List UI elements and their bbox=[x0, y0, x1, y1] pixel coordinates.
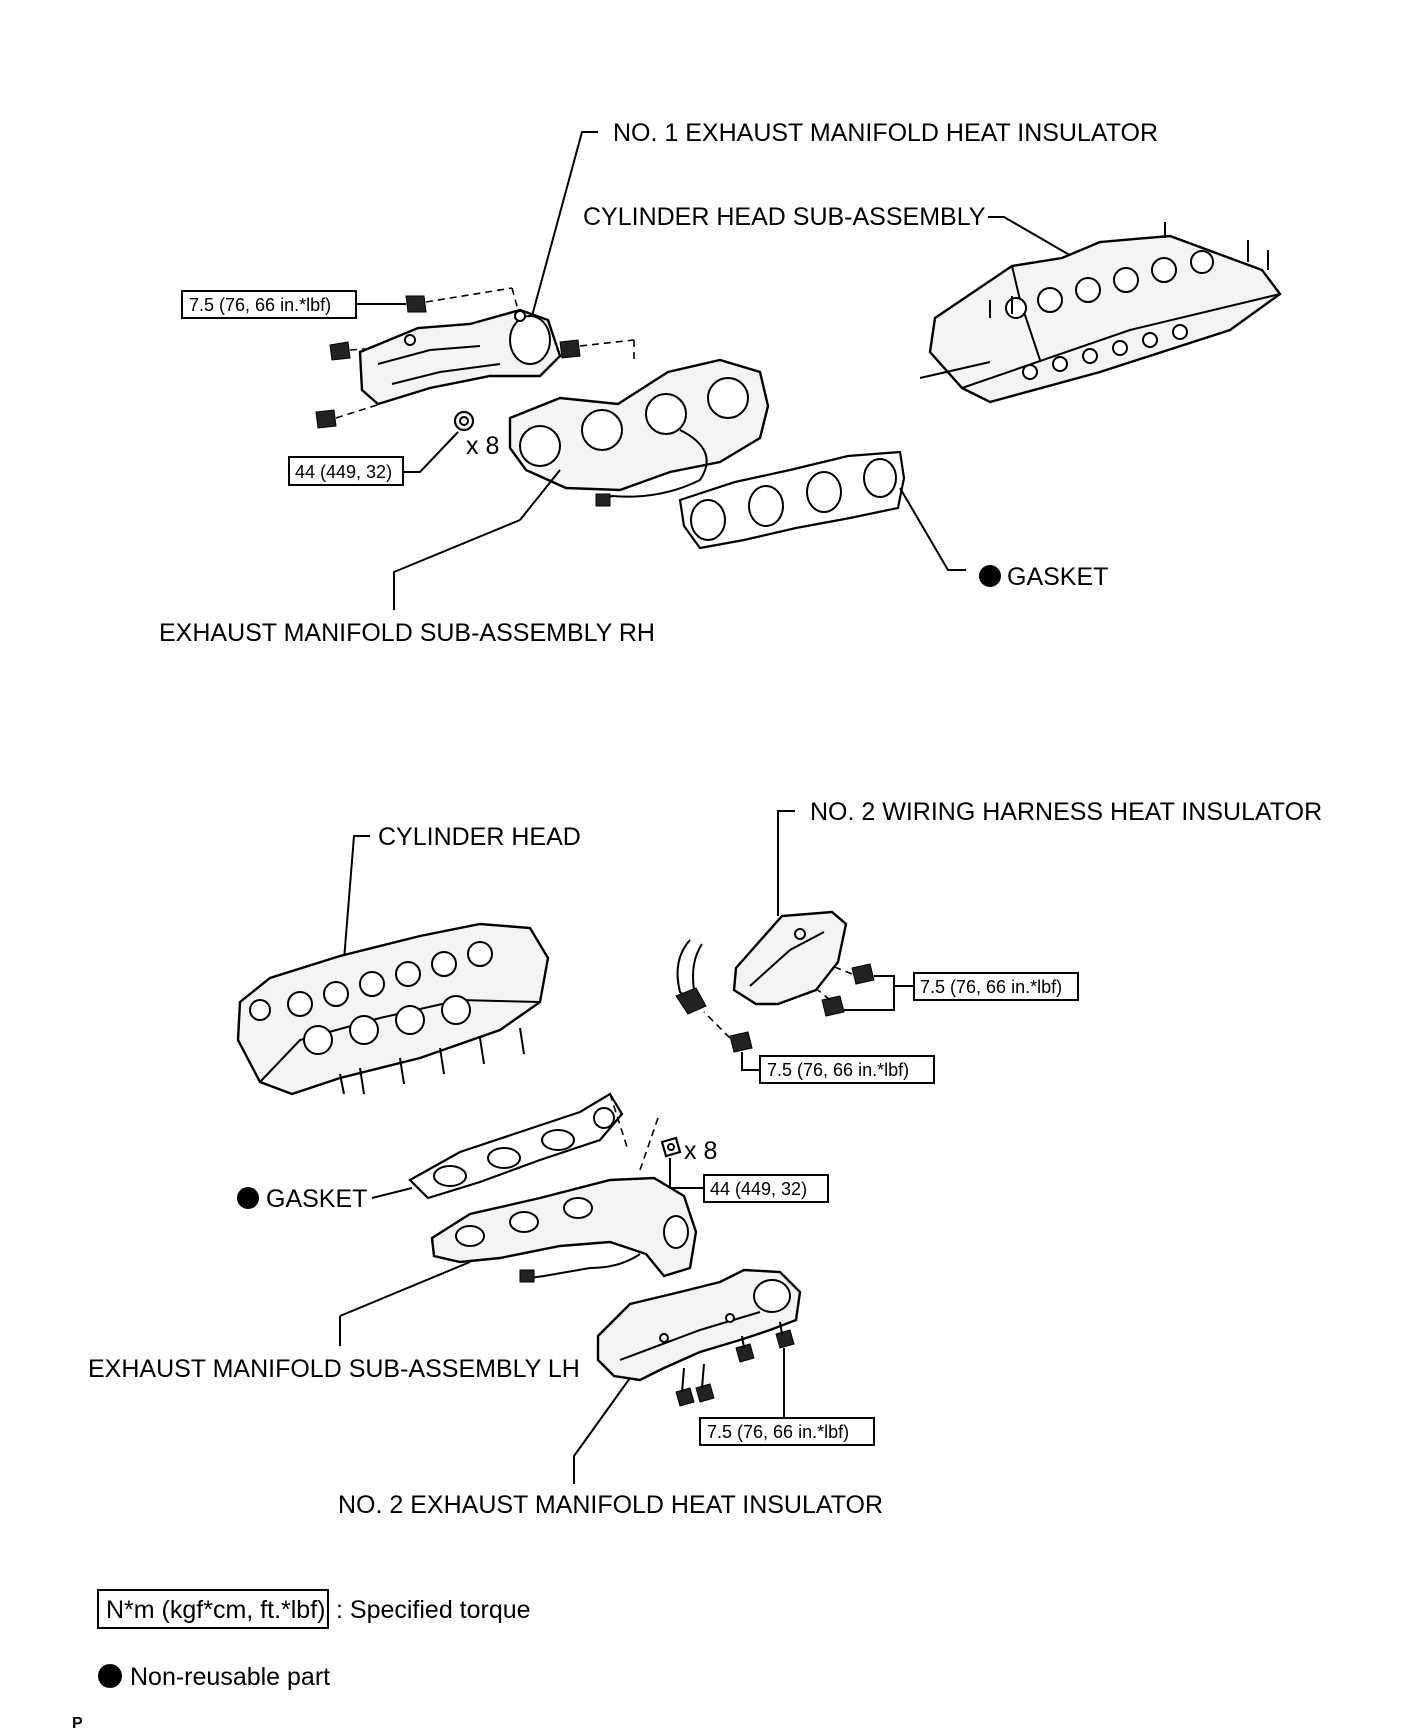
legend-torque-desc: : Specified torque bbox=[336, 1596, 531, 1624]
insulator1-bolts bbox=[315, 287, 635, 429]
manifold-lh-label: EXHAUST MANIFOLD SUB-ASSEMBLY LH bbox=[88, 1355, 580, 1383]
insulator1-callout: NO. 1 EXHAUST MANIFOLD HEAT INSULATOR bbox=[531, 119, 1158, 317]
cyl-head-sub-label: CYLINDER HEAD SUB-ASSEMBLY bbox=[583, 203, 986, 231]
torque-value: 44 (449, 32) bbox=[710, 1179, 807, 1199]
heat-insulator-no2 bbox=[596, 1268, 802, 1382]
cylinder-head-sub-assembly bbox=[919, 222, 1282, 404]
nonreusable-dot bbox=[979, 565, 1001, 587]
gasket-bottom: GASKET bbox=[237, 1092, 659, 1213]
legend: N*m (kgf*cm, ft.*lbf) : Specified torque… bbox=[72, 1589, 531, 1732]
wiring-insulator-bolts: 7.5 (76, 66 in.*lbf) 7.5 (76, 66 in.*lbf… bbox=[703, 963, 1079, 1084]
nut-qty: x 8 bbox=[466, 432, 499, 460]
nonreusable-dot bbox=[98, 1664, 122, 1688]
torque-box-insulator-bolt-top: 7.5 (76, 66 in.*lbf) bbox=[181, 290, 406, 319]
wiring-insulator-callout: NO. 2 WIRING HARNESS HEAT INSULATOR bbox=[777, 798, 1322, 916]
manifold-nut-top: x 8 44 (449, 32) bbox=[288, 410, 499, 486]
manifold-rh-callout: EXHAUST MANIFOLD SUB-ASSEMBLY RH bbox=[159, 519, 655, 647]
cyl-head-callout: CYLINDER HEAD bbox=[343, 823, 581, 961]
insulator2-bolts: 7.5 (76, 66 in.*lbf) bbox=[675, 1321, 875, 1446]
torque-value: 7.5 (76, 66 in.*lbf) bbox=[767, 1060, 909, 1080]
footer-code: P bbox=[72, 1715, 83, 1732]
manifold-lh-callout: EXHAUST MANIFOLD SUB-ASSEMBLY LH bbox=[88, 1316, 580, 1383]
exhaust-manifold-lh bbox=[339, 1176, 698, 1317]
wiring-insulator-label: NO. 2 WIRING HARNESS HEAT INSULATOR bbox=[810, 798, 1322, 826]
gasket-label-bottom: GASKET bbox=[266, 1185, 367, 1213]
cyl-head-label: CYLINDER HEAD bbox=[378, 823, 581, 851]
gasket-label-top: GASKET bbox=[1007, 563, 1108, 591]
torque-value: 7.5 (76, 66 in.*lbf) bbox=[920, 977, 1062, 997]
nut-qty: x 8 bbox=[684, 1137, 717, 1165]
insulator2-callout: NO. 2 EXHAUST MANIFOLD HEAT INSULATOR bbox=[338, 1377, 883, 1519]
nonreusable-dot bbox=[237, 1187, 259, 1209]
torque-value: 44 (449, 32) bbox=[295, 462, 392, 482]
legend-torque-unit: N*m (kgf*cm, ft.*lbf) bbox=[106, 1596, 325, 1624]
cylinder-head bbox=[236, 922, 550, 1096]
exhaust-manifold-rh bbox=[508, 358, 770, 521]
manifold-nut-bottom: x 8 44 (449, 32) bbox=[660, 1136, 829, 1203]
gasket-top: GASKET bbox=[678, 450, 1108, 591]
torque-value: 7.5 (76, 66 in.*lbf) bbox=[707, 1422, 849, 1442]
heat-insulator-no1 bbox=[358, 308, 562, 406]
manifold-rh-label: EXHAUST MANIFOLD SUB-ASSEMBLY RH bbox=[159, 619, 655, 647]
legend-nonreusable-desc: Non-reusable part bbox=[130, 1663, 330, 1691]
insulator1-label: NO. 1 EXHAUST MANIFOLD HEAT INSULATOR bbox=[613, 119, 1158, 147]
cyl-head-sub-callout: CYLINDER HEAD SUB-ASSEMBLY bbox=[583, 203, 1093, 269]
insulator2-label: NO. 2 EXHAUST MANIFOLD HEAT INSULATOR bbox=[338, 1491, 883, 1519]
torque-value: 7.5 (76, 66 in.*lbf) bbox=[189, 295, 331, 315]
wiring-harness-heat-insulator bbox=[675, 910, 848, 1015]
